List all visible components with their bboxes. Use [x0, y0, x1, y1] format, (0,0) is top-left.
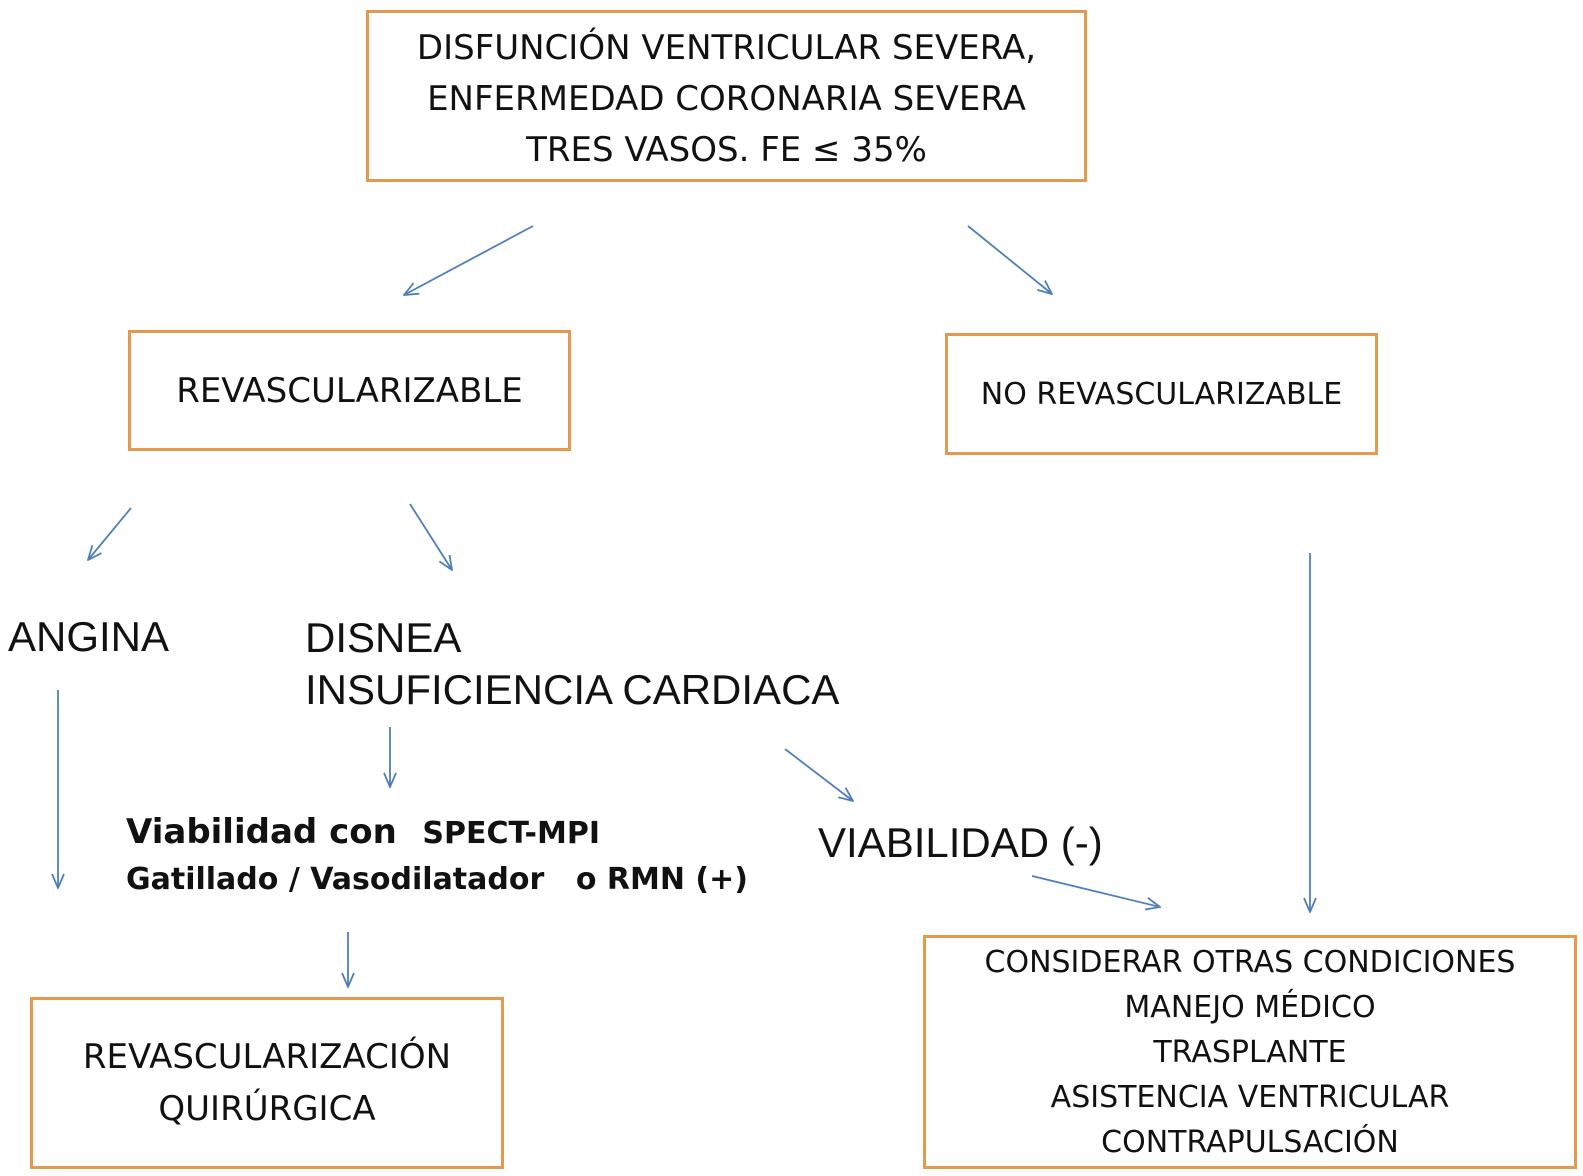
revascularizable-box: REVASCULARIZABLE: [128, 330, 571, 451]
considerar-line-3: TRASPLANTE: [1153, 1034, 1347, 1070]
arrow-top-to-no-revascularizable: [967, 225, 1052, 294]
revascularizacion-line-2: QUIRÚRGICA: [158, 1089, 376, 1129]
considerar-line-4: ASISTENCIA VENTRICULAR: [1050, 1079, 1450, 1115]
arrow-top-to-revascularizable: [404, 225, 534, 295]
considerar-line-1: CONSIDERAR OTRAS CONDICIONES: [984, 944, 1516, 980]
viabilidad-positive-label: Viabilidad con SPECT-MPI Gatillado / Vas…: [126, 812, 748, 912]
considerar-line-5: CONTRAPULSACIÓN: [1101, 1124, 1399, 1160]
no-revascularizable-box: NO REVASCULARIZABLE: [945, 333, 1378, 455]
viabilidad-pos-line2-a: Gatillado / Vasodilatador: [126, 862, 545, 897]
arrow-viabilidad-neg-to-considerar: [1031, 875, 1160, 907]
viabilidad-negative-label: VIABILIDAD (-): [818, 819, 1103, 866]
no-revascularizable-label: NO REVASCULARIZABLE: [980, 376, 1343, 412]
angina-label: ANGINA: [8, 613, 170, 660]
revascularizable-label: REVASCULARIZABLE: [176, 370, 523, 411]
viabilidad-pos-line2-b: o RMN (+): [575, 862, 748, 897]
top-condition-line-3: TRES VASOS. FE ≤ 35%: [526, 129, 927, 170]
arrow-disnea-to-viabilidad-neg: [784, 748, 853, 801]
viabilidad-pos-line1-a: Viabilidad con: [126, 812, 397, 852]
top-condition-line-1: DISFUNCIÓN VENTRICULAR SEVERA,: [416, 27, 1037, 68]
revascularizacion-quirurgica-box: REVASCULARIZACIÓN QUIRÚRGICA: [30, 997, 504, 1169]
viabilidad-pos-line1-b: SPECT-MPI: [422, 816, 600, 851]
arrow-revascularizable-to-disnea: [409, 503, 452, 570]
considerar-line-2: MANEJO MÉDICO: [1124, 989, 1376, 1025]
disnea-line-2: INSUFICIENCIA CARDIACA: [305, 666, 840, 713]
top-condition-line-2: ENFERMEDAD CORONARIA SEVERA: [427, 78, 1026, 119]
arrow-revascularizable-to-angina: [88, 507, 132, 560]
revascularizacion-line-1: REVASCULARIZACIÓN: [82, 1037, 452, 1077]
top-condition-box: DISFUNCIÓN VENTRICULAR SEVERA, ENFERMEDA…: [366, 10, 1087, 182]
disnea-label: DISNEA INSUFICIENCIA CARDIACA: [305, 612, 839, 716]
disnea-line-1: DISNEA: [305, 614, 462, 661]
considerar-box: CONSIDERAR OTRAS CONDICIONES MANEJO MÉDI…: [923, 935, 1577, 1169]
